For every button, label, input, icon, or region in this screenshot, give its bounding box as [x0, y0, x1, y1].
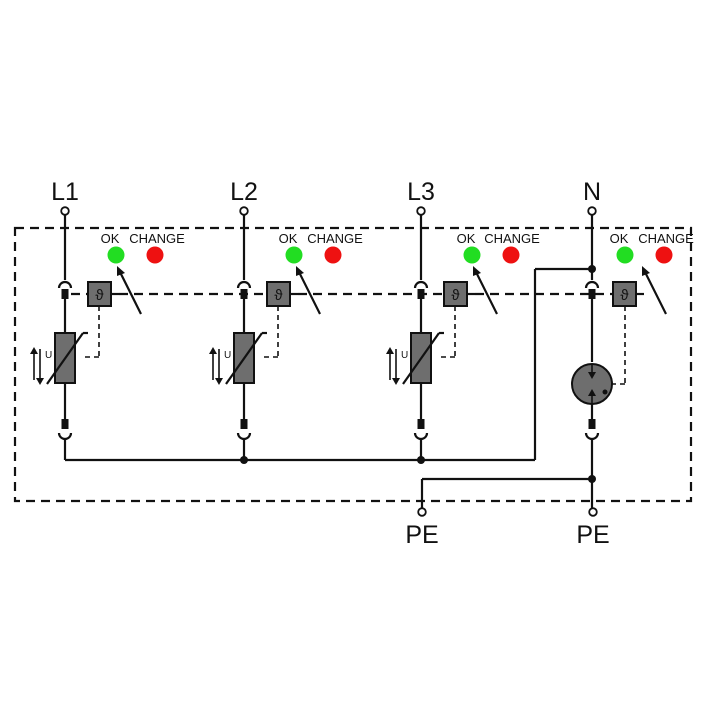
ok-led-l2 — [285, 246, 303, 264]
protection-module-l1: U ϑ OK CHANGE — [30, 215, 185, 460]
change-label-l3: CHANGE — [484, 231, 540, 246]
protection-module-l2: U ϑ OK CHANGE — [209, 215, 363, 460]
terminal-l2 — [239, 206, 249, 216]
thermal-symbol-l3: ϑ — [451, 287, 460, 304]
ok-led-l1 — [107, 246, 125, 264]
change-label-n: CHANGE — [638, 231, 694, 246]
protection-module-l3: U ϑ OK CHANGE — [386, 215, 540, 460]
device-enclosure — [13, 226, 693, 503]
terminal-label-n: N — [583, 178, 601, 206]
change-led-l2 — [324, 246, 342, 264]
thermal-symbol-n: ϑ — [620, 287, 629, 304]
bus-wiring — [65, 267, 592, 508]
change-label-l1: CHANGE — [129, 231, 185, 246]
terminal-l1 — [60, 206, 70, 216]
ok-led-l3 — [463, 246, 481, 264]
terminal-label-l1: L1 — [51, 178, 79, 206]
change-label-l2: CHANGE — [307, 231, 363, 246]
ok-led-n — [616, 246, 634, 264]
varistor-symbol-l3: U — [401, 350, 408, 361]
protection-module-n: ϑ OK CHANGE — [571, 215, 694, 508]
terminal-label-l2: L2 — [230, 178, 258, 206]
varistor-symbol-l1: U — [45, 350, 52, 361]
thermal-symbol-l1: ϑ — [95, 287, 104, 304]
terminal-l3 — [416, 206, 426, 216]
terminal-n — [587, 206, 597, 216]
varistor-symbol-l2: U — [224, 350, 231, 361]
ok-label-n: OK — [610, 231, 629, 246]
terminal-pe-right — [588, 507, 598, 517]
terminal-label-l3: L3 — [407, 178, 435, 206]
change-led-n — [655, 246, 673, 264]
terminal-pe-left — [417, 507, 427, 517]
ok-label-l2: OK — [279, 231, 298, 246]
ok-label-l1: OK — [101, 231, 120, 246]
change-led-l1 — [146, 246, 164, 264]
ok-label-l3: OK — [457, 231, 476, 246]
thermal-symbol-l2: ϑ — [274, 287, 283, 304]
terminal-label-pe-right: PE — [576, 521, 609, 549]
terminal-label-pe-left: PE — [405, 521, 438, 549]
change-led-l3 — [502, 246, 520, 264]
